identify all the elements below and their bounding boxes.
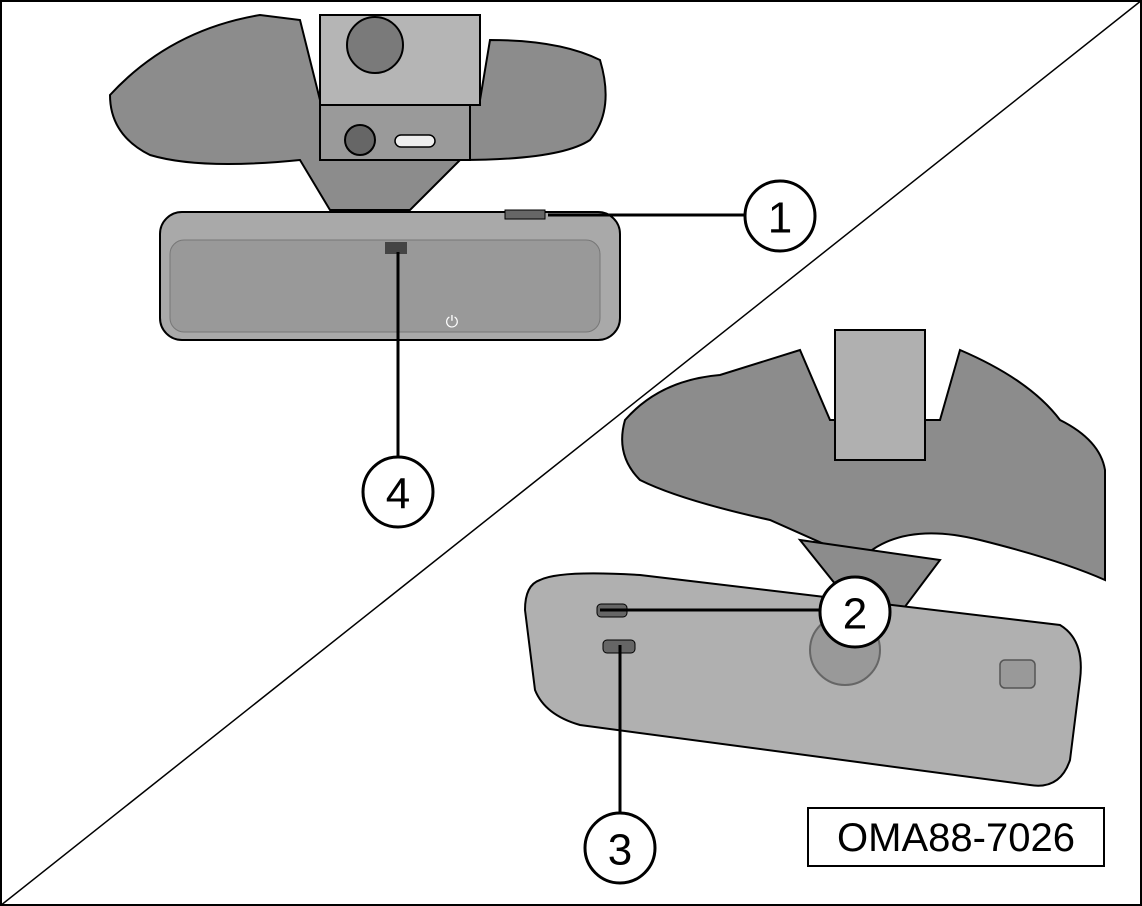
power-icon: ⏻ (446, 312, 459, 331)
callout-2: 2 (818, 575, 892, 649)
top-mirror-view: ⏻ (108, 13, 621, 341)
svg-text:3: 3 (608, 826, 632, 875)
callout-1: 1 (743, 179, 817, 253)
svg-text:OMA88-7026: OMA88-7026 (837, 816, 1075, 860)
svg-text:1: 1 (768, 194, 792, 243)
bottom-mirror-view (523, 329, 1106, 787)
svg-text:4: 4 (386, 470, 410, 519)
figure-code-label: OMA88-7026 (807, 807, 1105, 867)
svg-text:2: 2 (843, 590, 867, 639)
callout-4: 4 (361, 455, 435, 529)
callout-3: 3 (583, 811, 657, 885)
